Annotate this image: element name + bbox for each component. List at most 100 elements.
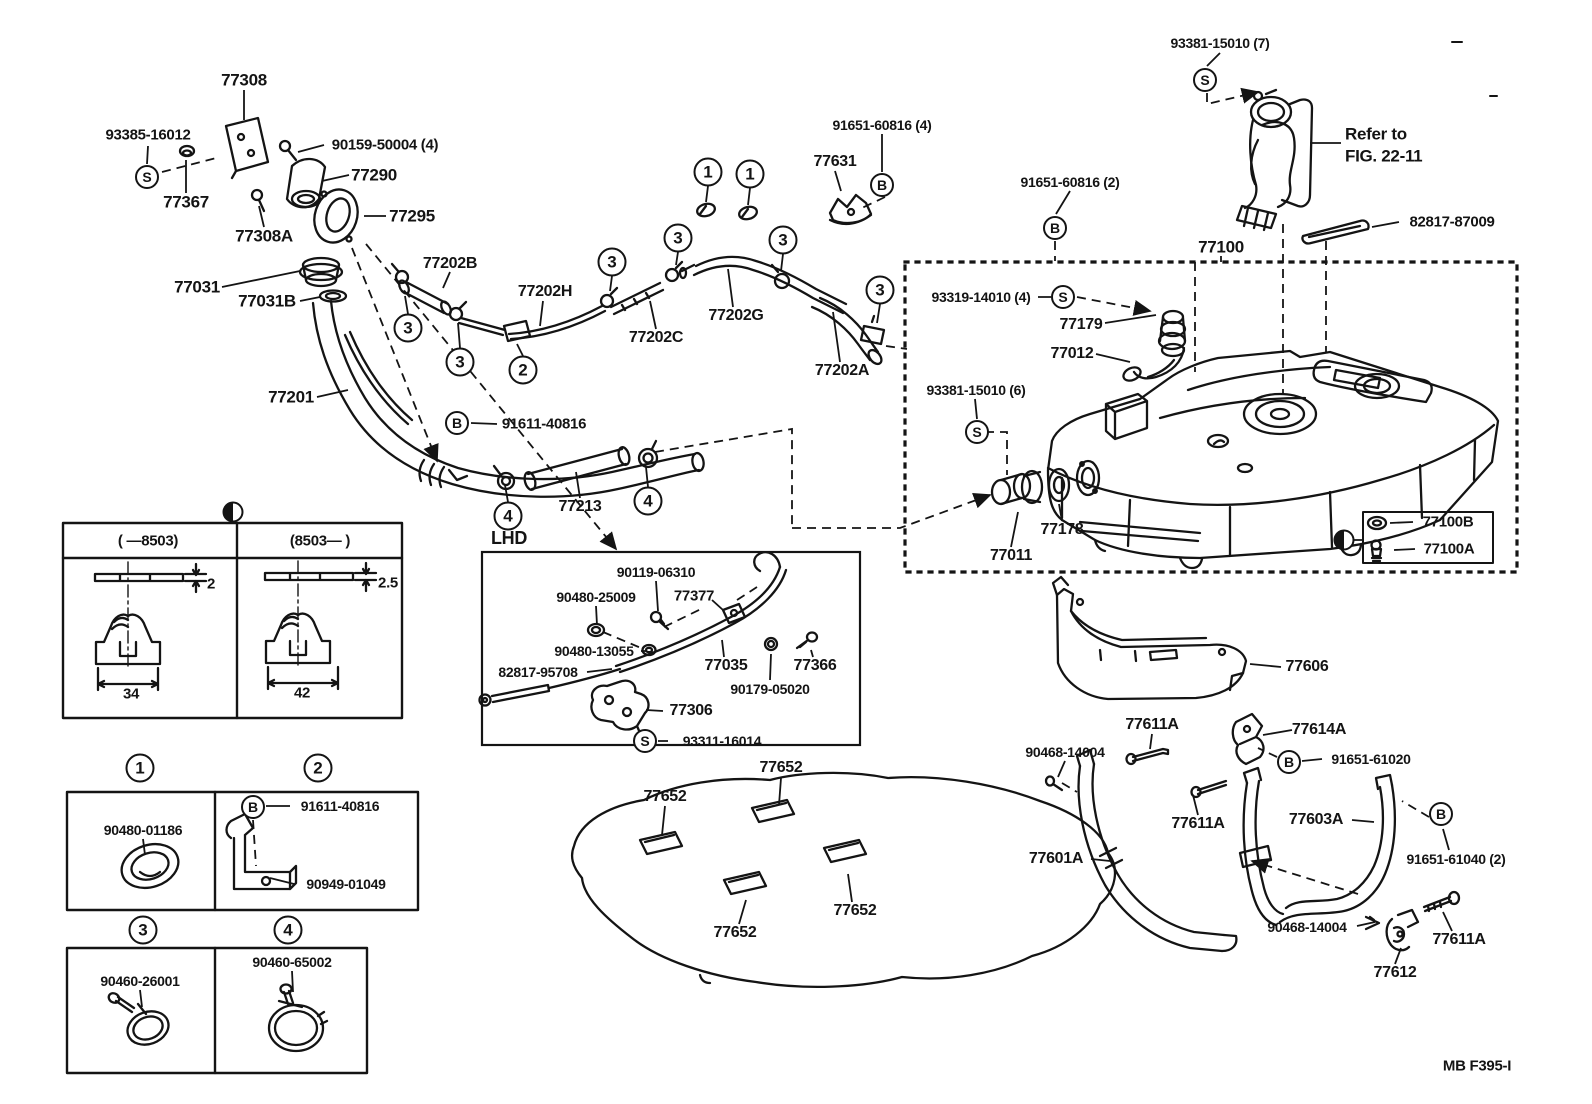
callout-number-3: 3 [445,347,475,377]
fuel-tank-art [1046,349,1500,570]
spec-table-art [61,521,404,720]
part-label-straps-77603a: 77603A [1288,811,1344,828]
part-label-straps-77611a: 77611A [1171,815,1225,832]
callout-number-4: 4 [273,915,303,945]
part-label-filler-77031: 77031 [174,277,220,297]
spec-header-pre8503: ( —8503) [117,532,179,550]
breather-hose-chain-art [390,193,886,366]
tank-outlet-fitting-art [990,459,1101,506]
part-label-clip-table-90460-65002: 90460-65002 [252,954,332,970]
fuel-pump-assembly-art [1235,88,1314,232]
part-label-straps-91651-61020: 91651-61020 [1331,751,1411,767]
part-label-straps-77611a: 77611A [1432,931,1486,948]
callout-letter-s: S [1051,285,1075,309]
part-label-filler-77367: 77367 [163,192,209,212]
part-label-straps-77612: 77612 [1373,964,1417,981]
part-label-filler-77308: 77308 [221,70,267,90]
callout-number-2: 2 [508,355,538,385]
part-label-filler-77201: 77201 [268,387,314,407]
part-label-protector-77652: 77652 [643,788,687,805]
part-label-hoses-77202g: 77202G [708,307,764,324]
figure-code: MB F395-I [1442,1057,1512,1075]
spec-thickness-post8503: 2.5 [378,574,398,592]
fuel-filler-pipe-art [311,299,705,498]
part-label-filler-77295: 77295 [389,206,435,226]
callout-letter-b: B [1429,802,1453,826]
callout-letter-b: B [1043,216,1067,240]
part-label-filler-90159-50004-4-: 90159-50004 (4) [331,136,439,154]
callout-letter-s: S [135,165,159,189]
tank-hardware-legend-art [1362,511,1494,564]
spec-thickness-pre8503: 2 [206,575,216,593]
fuel-cap-art [298,256,348,303]
callout-number-3: 3 [768,225,798,255]
callout-letter-b: B [241,795,265,819]
callout-letter-s: S [965,420,989,444]
part-label-protector-77652: 77652 [833,902,877,919]
tank-inlet-pipe-art [1122,309,1187,382]
callout-number-2: 2 [303,753,333,783]
part-label-lhd-inset-90179-05020: 90179-05020 [730,681,810,697]
callout-letter-s: S [1193,68,1217,92]
part-label-hoses-91651-60816-4-: 91651-60816 (4) [832,117,932,133]
part-label-hoses-77202b: 77202B [422,255,478,272]
callout-number-3: 3 [393,313,423,343]
part-label-lhd-inset-77366: 77366 [793,657,837,674]
part-label-clip-table-90460-26001: 90460-26001 [100,973,180,989]
part-label-protector-77652: 77652 [759,759,803,776]
spec-centerlines [127,560,299,669]
part-label-lhd-inset-77306: 77306 [669,702,713,719]
part-label-protector-77652: 77652 [713,924,757,941]
leader-lines [139,52,1453,1008]
callout-number-3: 3 [865,275,895,305]
part-label-lhd-inset-90480-13055: 90480-13055 [554,643,634,659]
part-label-tank-93319-14010-4-: 93319-14010 (4) [931,289,1031,305]
part-label-lhd-inset-93311-16014: 93311-16014 [682,733,762,749]
part-label-tank-77100b: 77100B [1422,513,1474,531]
callout-number-3: 3 [663,223,693,253]
part-label-clip-table-90949-01049: 90949-01049 [306,876,386,892]
spec-width-pre8503: 34 [122,685,140,703]
callout-number-4: 4 [493,501,523,531]
part-label-tank-77011: 77011 [989,547,1033,564]
part-label-filler-93385-16012: 93385-16012 [105,126,191,144]
part-label-straps-91651-61040-2-: 91651-61040 (2) [1406,851,1506,867]
tank-band-straps-art [1044,712,1461,953]
part-label-straps-77601a: 77601A [1028,850,1084,867]
part-label-straps-90468-14004: 90468-14004 [1267,919,1347,935]
part-label-hoses-77202h: 77202H [517,283,573,300]
filler-shield-and-ring-art [285,157,359,244]
part-label-tank-77100a: 77100A [1423,540,1475,558]
part-label-pump-91651-60816-2-: 91651-60816 (2) [1020,174,1120,190]
callout-number-4: 4 [633,486,663,516]
fuel-filler-opening-lid-art [178,116,298,213]
callout-letter-s: S [633,729,657,753]
part-label-pump-82817-87009: 82817-87009 [1409,213,1495,231]
part-label-lhd-inset-90119-06310: 90119-06310 [616,564,696,580]
part-label-lhd-inset-82817-95708: 82817-95708 [498,664,578,680]
part-label-tank-77179: 77179 [1059,316,1103,333]
part-label-lhd-inset-77035: 77035 [704,657,748,674]
dashed-reference-lines [161,156,1430,867]
refer-note-line2: FIG. 22-11 [1345,146,1423,166]
part-label-straps-77611a: 77611A [1125,716,1179,733]
part-label-tank-77100: 77100 [1198,237,1244,257]
part-label-lhd-inset-90480-25009: 90480-25009 [556,589,636,605]
part-label-hoses-77631: 77631 [813,153,857,170]
tank-protector-upper-art [1051,575,1248,701]
callout-number-3: 3 [597,247,627,277]
spec-header-post8503: (8503— ) [289,532,351,550]
lhd-inset-caption: LHD [490,528,528,548]
part-label-filler-77213: 77213 [558,498,602,515]
part-label-filler-77031b: 77031B [238,291,296,311]
part-label-filler-91611-40816: 91611-40816 [501,415,587,433]
part-label-straps-77614a: 77614A [1291,721,1347,738]
wiring-protector-strip-art [1301,219,1370,245]
spec-width-post8503: 42 [293,684,311,702]
callout-letter-b: B [445,411,469,435]
callout-number-1: 1 [125,753,155,783]
part-label-lhd-inset-77377: 77377 [673,587,715,605]
